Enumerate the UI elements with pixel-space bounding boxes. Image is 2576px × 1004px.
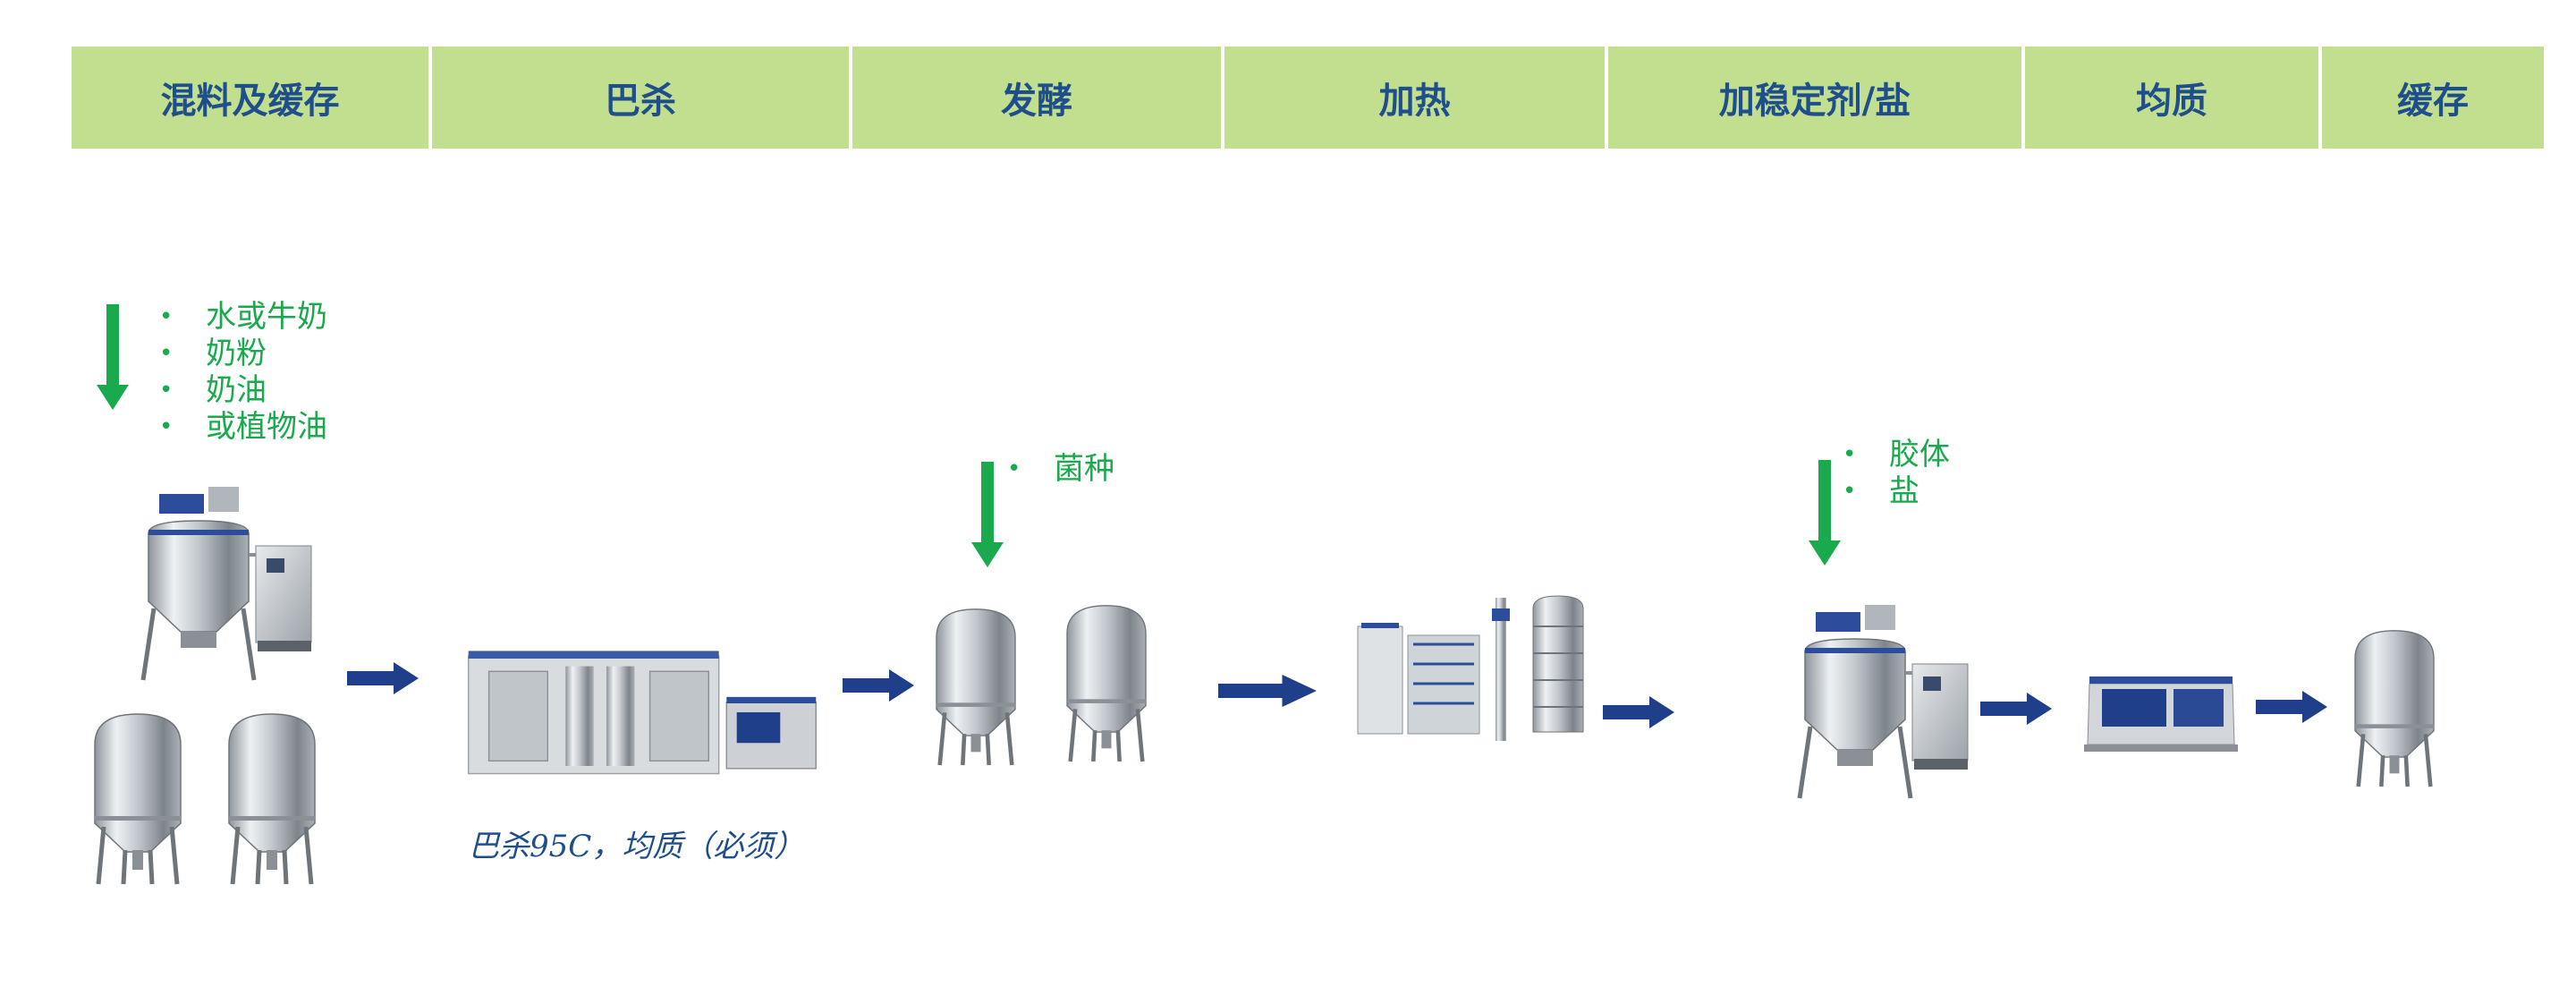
stabilizer-addition-item: 盐 [1843, 473, 1950, 510]
mixing-addition-item: 水或牛奶 [159, 299, 327, 336]
stabilizer-mixing-tank-icon [1780, 601, 1977, 807]
stage-header: 混料及缓存 巴杀 发酵 加热 加稳定剂/盐 均质 缓存 [72, 47, 2544, 149]
fermentation-tank-icon [1057, 598, 1156, 768]
pasteurizer-icon [463, 605, 821, 784]
fermentation-tank-icon [927, 601, 1025, 771]
pasteurization-note: 巴杀95C，均质（必须） [469, 829, 805, 864]
heat-exchanger-icon [1349, 591, 1599, 743]
final-buffer-tank-icon [2345, 623, 2444, 793]
stage-stabilizer-salt: 加稳定剂/盐 [1608, 47, 2025, 149]
stage-homogenization: 均质 [2025, 47, 2322, 149]
fermentation-input-arrow-icon [970, 462, 1005, 569]
mixing-addition-item: 或植物油 [159, 409, 327, 446]
mixing-addition-item: 奶粉 [159, 336, 327, 372]
stabilizer-addition-item: 胶体 [1843, 437, 1950, 473]
buffer-tank-icon [218, 709, 326, 888]
fermentation-addition-item: 菌种 [1007, 451, 1114, 488]
homogenizer-icon [2080, 648, 2241, 755]
stage-heating: 加热 [1224, 47, 1608, 149]
flow-arrow-icon [1218, 673, 1317, 709]
flow-arrow-icon [347, 660, 419, 696]
stage-mixing-buffer: 混料及缓存 [72, 47, 432, 149]
mixing-additions-list: 水或牛奶 奶粉 奶油 或植物油 [159, 299, 327, 446]
stage-pasteurization: 巴杀 [432, 47, 852, 149]
mixing-addition-item: 奶油 [159, 372, 327, 409]
mixing-input-arrow-icon [95, 304, 131, 412]
fermentation-additions-list: 菌种 [1007, 451, 1114, 488]
stage-buffer: 缓存 [2322, 47, 2544, 149]
stage-fermentation: 发酵 [852, 47, 1224, 149]
stabilizer-additions-list: 胶体 盐 [1843, 437, 1950, 510]
mixing-tank-icon [123, 483, 320, 689]
stabilizer-input-arrow-icon [1807, 460, 1843, 567]
flow-arrow-icon [1603, 694, 1674, 730]
flow-arrow-icon [1980, 691, 2052, 727]
flow-arrow-icon [2256, 689, 2327, 725]
buffer-tank-icon [84, 709, 191, 888]
flow-arrow-icon [843, 668, 914, 703]
